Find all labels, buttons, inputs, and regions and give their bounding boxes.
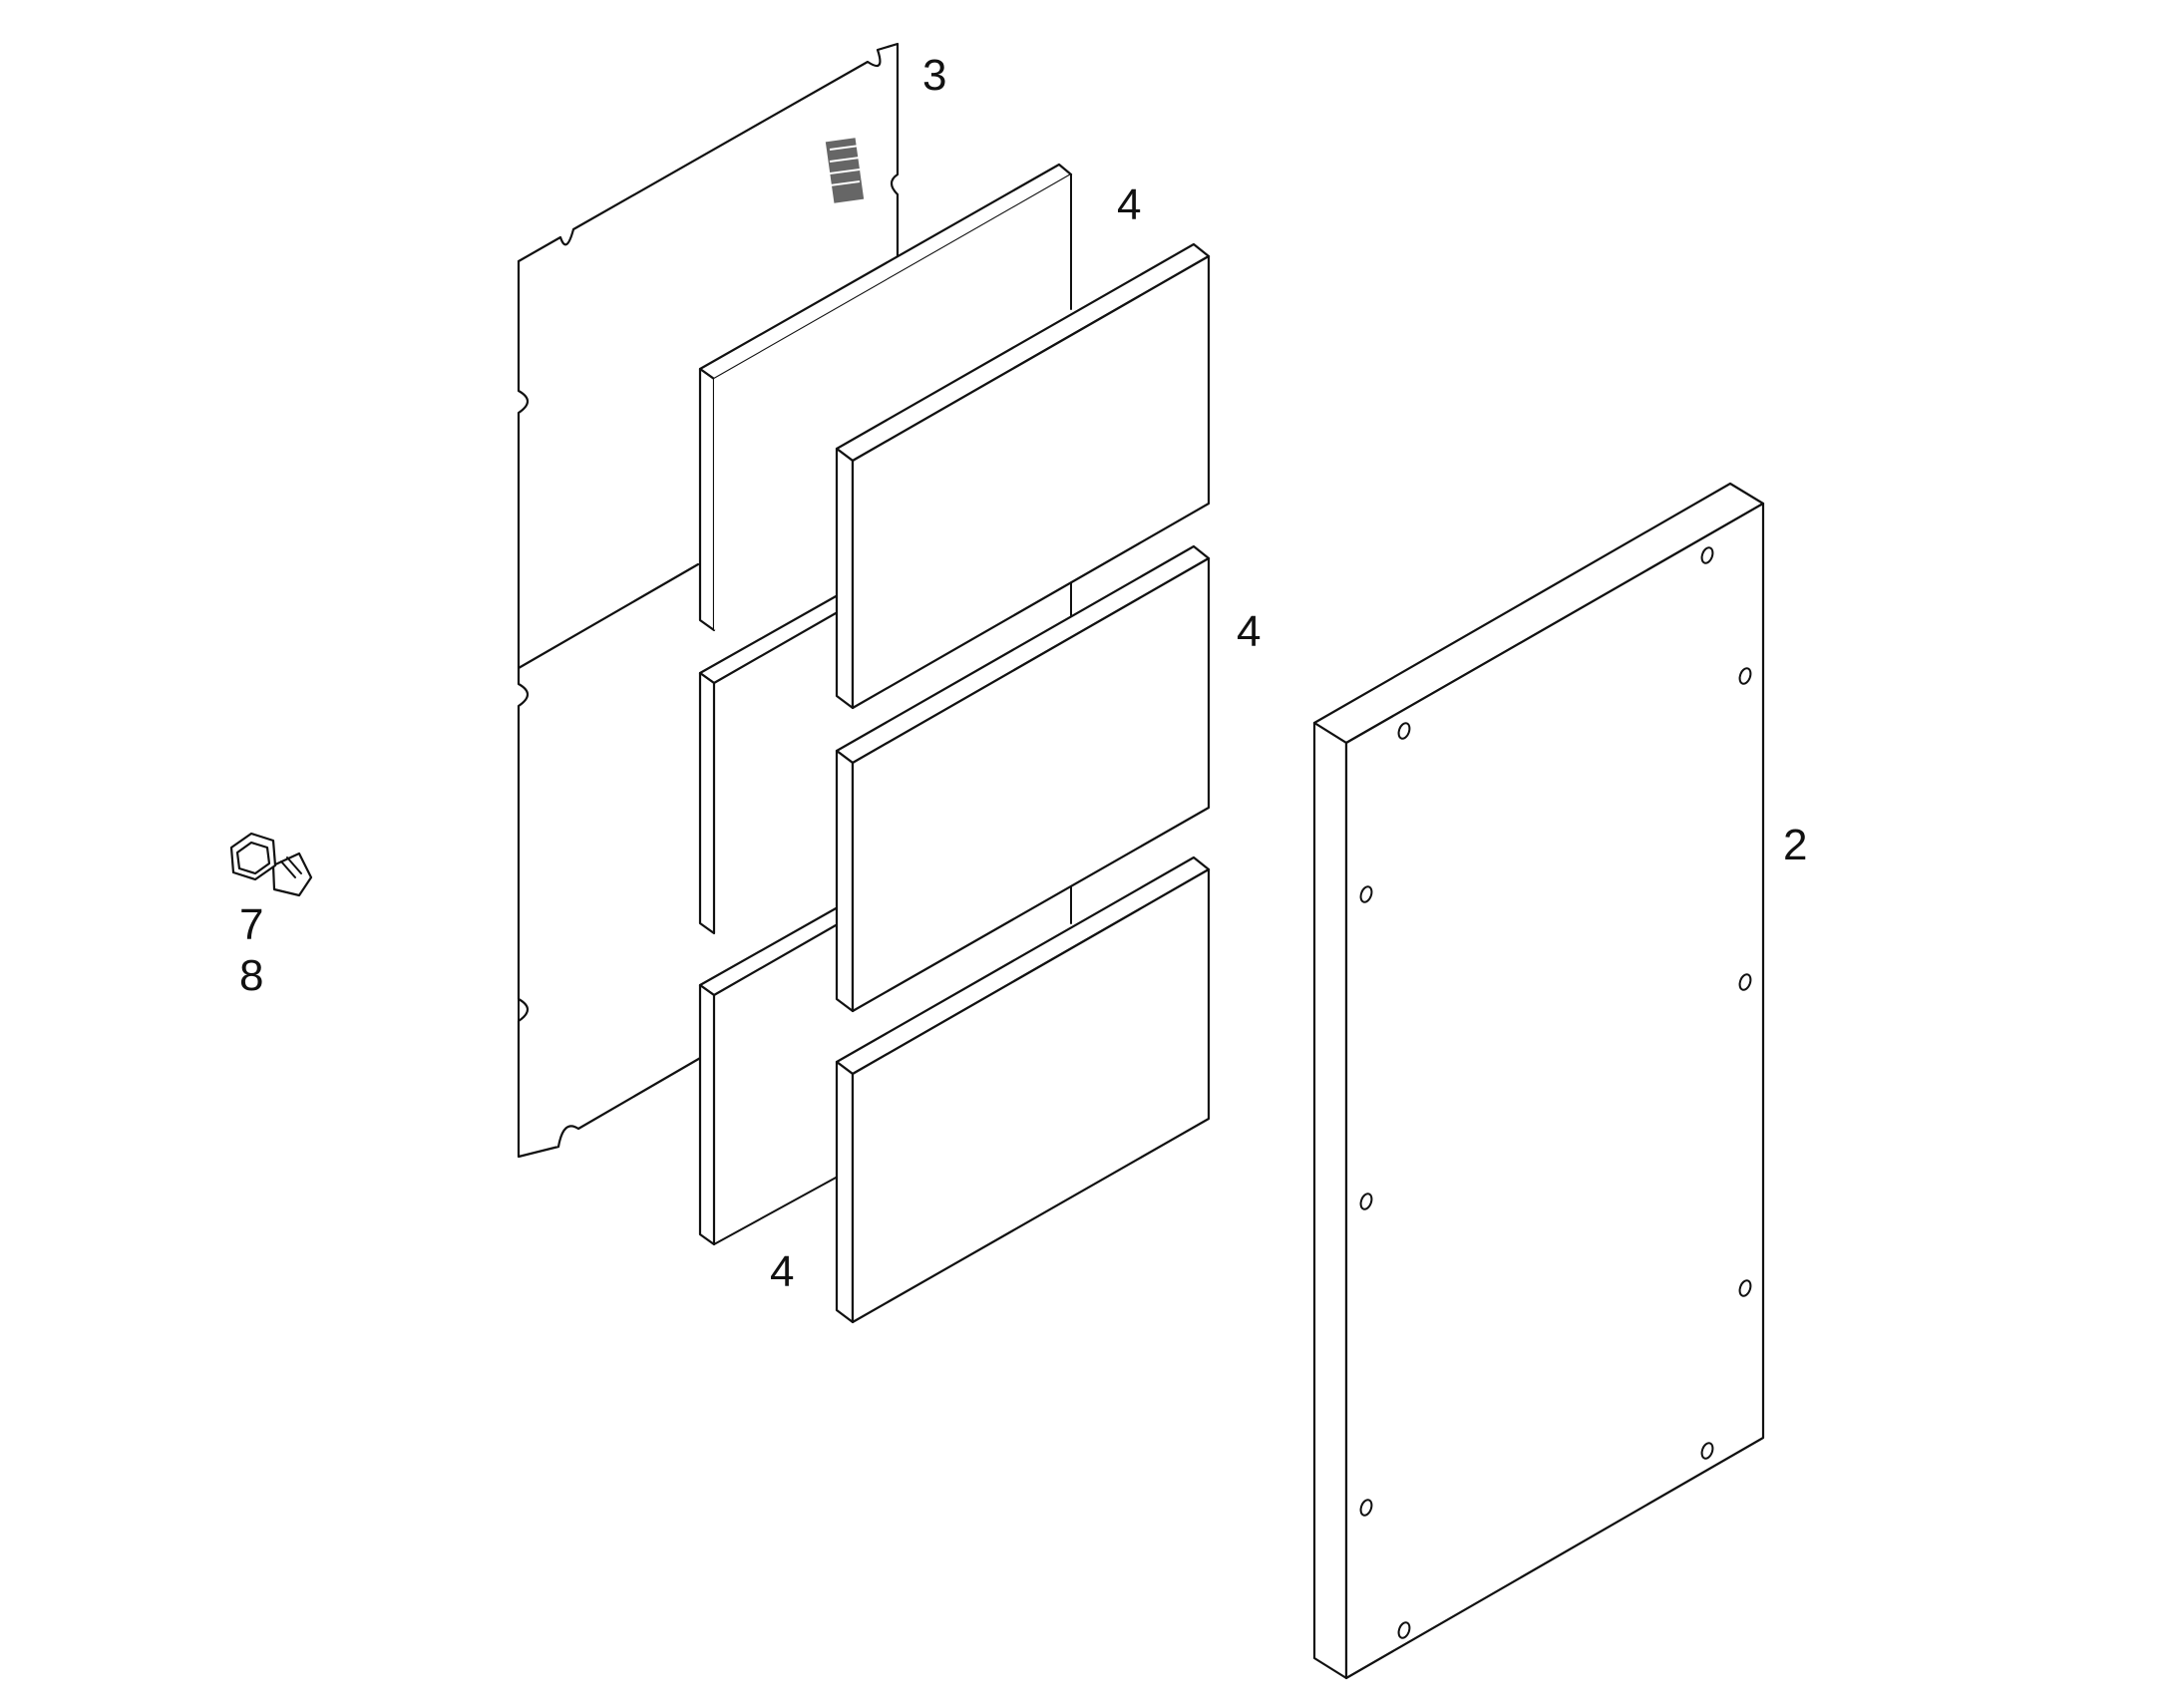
pad-front-top bbox=[835, 242, 1211, 710]
insulation-pads bbox=[698, 163, 1211, 1324]
callout-pads-bottom: 4 bbox=[770, 1247, 794, 1296]
pad-front-bottom bbox=[835, 855, 1211, 1324]
pad-back-top bbox=[698, 163, 1073, 632]
callout-bolt-a: 7 bbox=[239, 900, 263, 949]
callout-pads-top: 4 bbox=[1117, 180, 1141, 229]
callout-gasket: 3 bbox=[922, 51, 946, 100]
callout-labels: 3 4 4 4 2 7 8 bbox=[239, 51, 1807, 1296]
pad-back-bottom bbox=[698, 884, 1072, 1246]
mesh-pattern bbox=[825, 138, 865, 203]
cover-panel bbox=[1312, 482, 1765, 1680]
hex-bolt-icon bbox=[229, 832, 313, 897]
callout-bolt-b: 8 bbox=[239, 951, 263, 1000]
gasket-sheet bbox=[517, 42, 900, 1159]
mounting-holes bbox=[1359, 546, 1752, 1639]
pad-front-middle bbox=[835, 544, 1211, 1013]
callout-panel: 2 bbox=[1783, 821, 1807, 869]
callout-pads-middle: 4 bbox=[1237, 607, 1261, 656]
